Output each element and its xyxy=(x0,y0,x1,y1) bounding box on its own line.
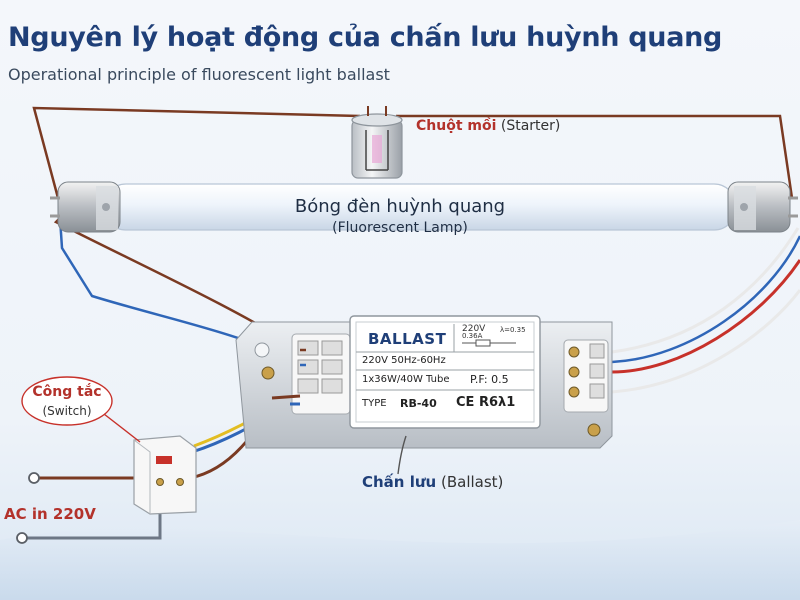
ballast-caption-pointer xyxy=(397,435,407,475)
starter-label: Chuột mồi (Starter) xyxy=(416,118,560,134)
ballast-body-icon xyxy=(235,315,613,449)
ballast-type-value: RB-40 xyxy=(400,397,437,410)
ballast-rating: 220V 50Hz-60Hz xyxy=(362,355,446,366)
page-subtitle: Operational principle of fluorescent lig… xyxy=(8,65,390,84)
wire-brown-starter-right xyxy=(396,114,794,199)
page-title: Nguyên lý hoạt động của chấn lưu huỳnh q… xyxy=(8,22,723,53)
ballast-spec-voltage: 220V xyxy=(462,324,486,334)
ballast-caption-vn: Chấn lưu xyxy=(362,473,437,491)
ballast-power-factor: P.F: 0.5 xyxy=(470,373,509,386)
ballast-spec-lambda: λ=0.35 xyxy=(500,326,526,334)
wire-brown-lamp-top xyxy=(32,106,361,199)
switch-label-vn: Công tắc xyxy=(32,384,102,400)
wire-blue-ballast-to-lamp xyxy=(611,235,800,364)
starter-label-vn: Chuột mồi xyxy=(416,118,497,134)
switch-label-en: (Switch) xyxy=(42,404,92,418)
ballast-caption-en: (Ballast) xyxy=(441,473,504,491)
ac-input-label: AC in 220V xyxy=(4,505,96,523)
ballast-brand: BALLAST xyxy=(368,330,447,348)
wire-red-ballast-to-lamp xyxy=(611,259,800,374)
switch-label-bubble xyxy=(21,376,141,443)
background-wave xyxy=(0,520,800,600)
ballast-certification-marks: CE R6λ1 xyxy=(456,395,516,410)
ballast-tube: 1x36W/40W Tube xyxy=(362,374,450,385)
lamp-label-vn: Bóng đèn huỳnh quang xyxy=(294,196,506,217)
ac-input-terminals xyxy=(16,472,40,544)
fluorescent-lamp-icon xyxy=(50,181,798,233)
starter-icon xyxy=(351,106,403,179)
starter-label-en: (Starter) xyxy=(500,118,561,134)
ballast-spec-current: 0.36A xyxy=(462,332,483,340)
wire-white-ballast-to-lamp xyxy=(611,227,800,354)
wire-white2-ballast-to-lamp xyxy=(611,289,800,394)
lamp-label-en: (Fluorescent Lamp) xyxy=(332,220,468,236)
ballast-caption: Chấn lưu (Ballast) xyxy=(362,473,503,491)
ballast-type-label: TYPE xyxy=(362,398,387,409)
switch-icon xyxy=(133,435,197,515)
